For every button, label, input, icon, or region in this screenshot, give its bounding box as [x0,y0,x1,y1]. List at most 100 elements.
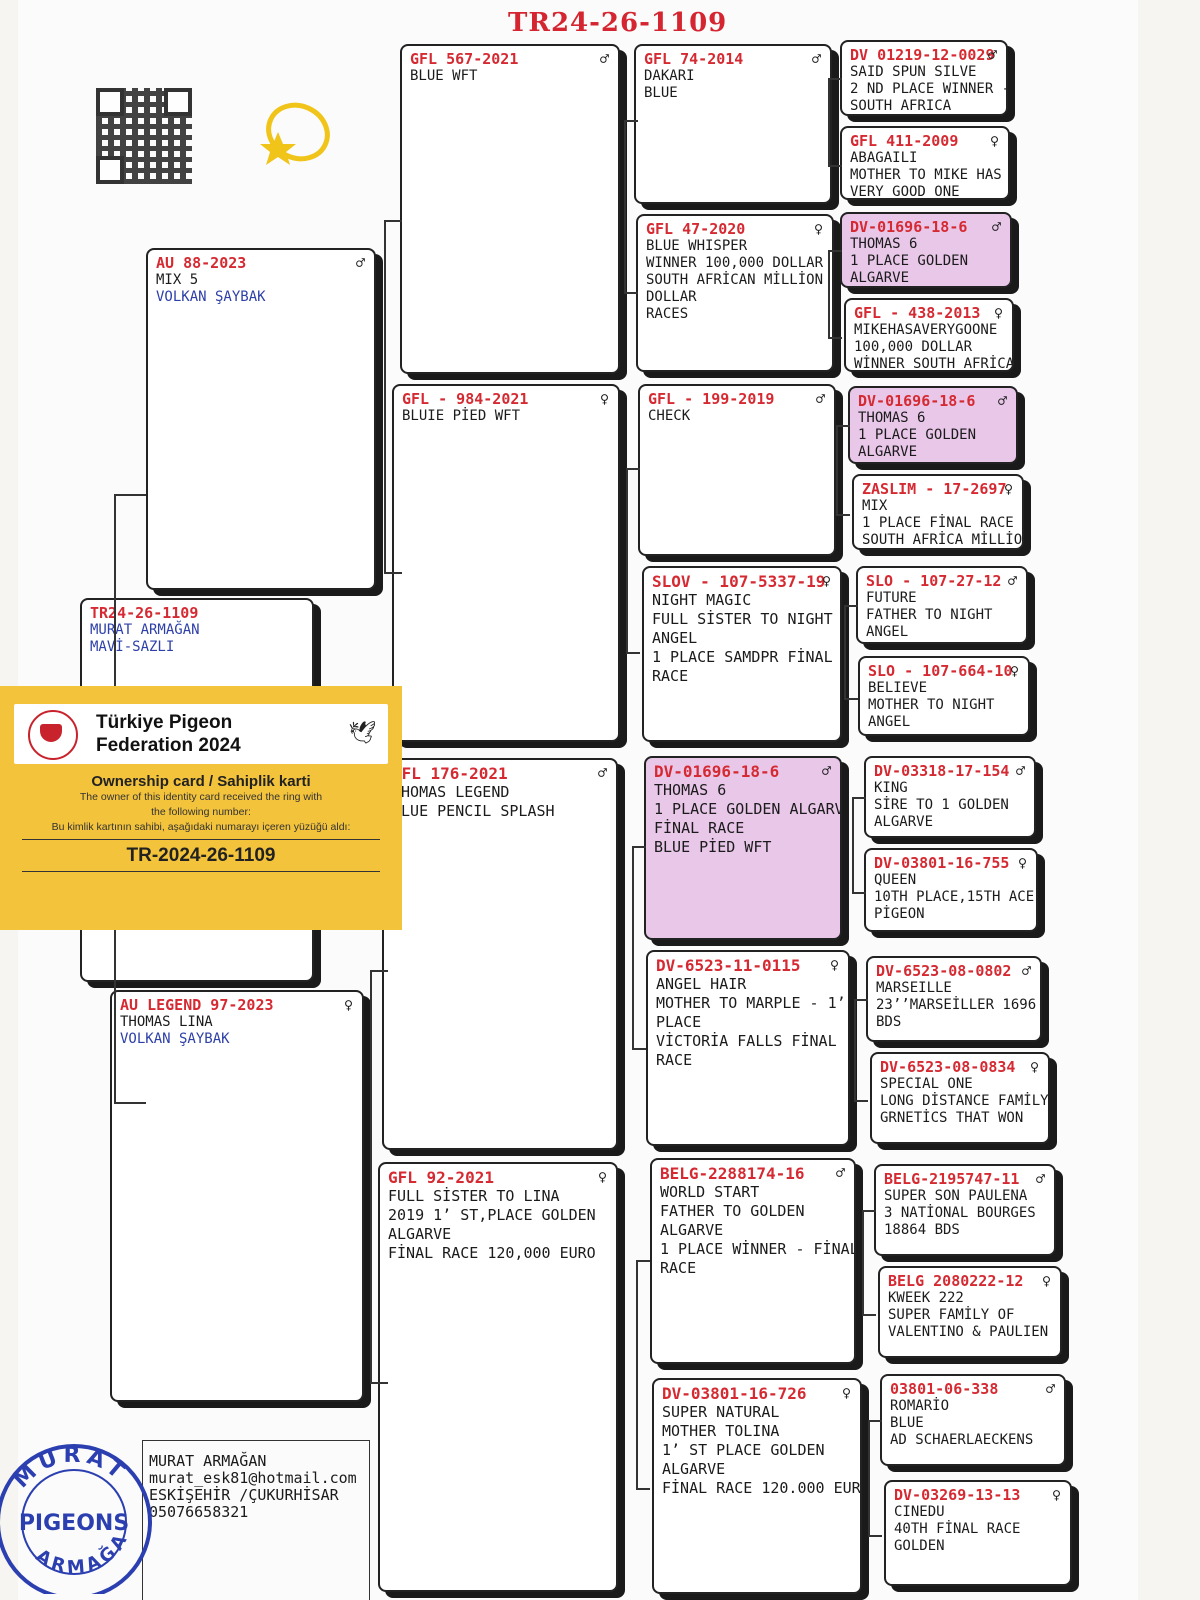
ring-number: GFL - 984-2021 [402,390,529,408]
card-text-line: THOMAS 6 [654,781,727,799]
qr-code [96,88,192,184]
card-text-line: ALGARVE [388,1225,452,1243]
female-sex-icon: ♀ [343,996,353,1014]
federation-title-line2: Federation 2024 [96,735,241,756]
male-sex-icon: ♂ [821,762,831,780]
card-text-line: ANGEL [866,624,909,640]
ring-number: GFL 47-2020 [646,220,746,238]
male-sex-icon: ♂ [811,50,821,68]
card-text-line: GOLDEN [894,1538,945,1554]
ownership-text-en-1: The owner of this identity card received… [79,791,323,803]
pedigree-card: GFL - 199-2019♂CHECK [638,384,836,556]
owner-stamp: MURAT PIGEONS ARMAĞAN [0,1430,152,1594]
card-text-line: ANGEL HAIR [656,975,747,993]
ring-number: DV-01696-18-6 [858,392,976,410]
ring-number: DV-03801-16-755 [874,854,1010,872]
ring-number: ZASLIM - 17-2697 [862,480,1007,498]
card-text-line: WORLD START [660,1183,760,1201]
card-text-line: VİCTORİA FALLS FİNAL [656,1032,837,1050]
card-text-line: FULL SİSTER TO LINA [388,1187,560,1205]
pigeon-emblem-icon: 🕊 [348,720,376,745]
card-text-line: MOTHER TO NIGHT [868,697,995,713]
card-text-line: 1’ ST PLACE GOLDEN [662,1441,825,1459]
ring-number: DV-03269-13-13 [894,1486,1021,1504]
male-sex-icon: ♂ [597,764,607,782]
female-sex-icon: ♀ [841,1384,851,1402]
ring-number: BELG-2288174-16 [660,1164,805,1183]
card-text-line: BLUE PENCIL SPLASH [392,802,555,820]
star-logo-icon [260,102,330,165]
divider [22,871,380,872]
card-text-line: RACE [656,1051,693,1069]
female-sex-icon: ♀ [989,132,999,150]
federation-title: Türkiye Pigeon Federation 2024 [96,711,241,757]
card-text-line: 1 PLACE SAMDPR FİNAL [652,648,833,666]
ownership-text-tr: Bu kimlik kartının sahibi, aşağıdaki num… [51,821,351,833]
card-text-line: RACES [646,306,689,322]
bracket-connector [836,425,850,516]
bracket-connector [370,970,388,1384]
pedigree-card: GFL 567-2021♂BLUE WFT [400,44,620,374]
card-text-line: MAVİ-SAZLI [90,639,175,655]
ring-number: GFL 176-2021 [392,764,508,783]
ring-number: GFL 567-2021 [410,50,519,68]
card-text-line: SUPER NATURAL [662,1403,780,1421]
federation-logo-icon [28,710,78,760]
bracket-connector [828,78,842,167]
card-text-line: AD SCHAERLAECKENS [890,1432,1034,1448]
bracket-connector [626,468,640,654]
bracket-connector [844,605,858,700]
card-text-line: 1 PLACE GOLDEN [858,427,977,443]
ring-number: DV-03318-17-154 [874,762,1010,780]
card-text-line: BELIEVE [868,680,928,696]
card-text-line: MURAT ARMAĞAN [90,622,200,638]
card-text-line: FULL SİSTER TO NIGHT [652,610,833,628]
ring-number: BELG-2195747-11 [884,1170,1020,1188]
bracket-connector [862,1210,876,1316]
card-text-line: 40TH FİNAL RACE [894,1521,1021,1537]
ring-number: TR24-26-1109 [90,604,199,622]
card-text-line: ALGARVE [858,444,918,460]
card-text-line: FİNAL RACE 120,000 EURO [388,1244,596,1262]
card-text-line: SİRE TO 1 GOLDEN [874,797,1009,813]
card-text-line: THOMAS 6 [858,410,926,426]
ring-number: DV-6523-11-0115 [656,956,801,975]
card-text-line: FATHER TO GOLDEN [660,1202,805,1220]
card-text-line: VOLKAN ŞAYBAK [156,289,266,305]
female-sex-icon: ♀ [597,1168,607,1186]
card-text-line: MARSEILLE [876,980,952,996]
card-text-line: MOTHER TOLINA [662,1422,780,1440]
card-text-line: 10TH PLACE,15TH ACE [874,889,1035,905]
stamp-top-text: MURAT [9,1443,128,1493]
card-text-line: DAKARI [644,68,695,84]
card-text-line: VALENTINO & PAULIEN [888,1324,1049,1340]
card-text-line: 1 PLACE GOLDEN [850,253,969,269]
card-text-line: RACE [660,1259,697,1277]
card-text-line: BLUE PİED WFT [654,838,772,856]
divider [22,839,380,840]
card-text-line: 100,000 DOLLAR [854,339,973,355]
bracket-connector [384,220,402,574]
card-text-line: ROMARİO [890,1398,950,1414]
ring-number: DV-6523-08-0802 [876,962,1012,980]
male-sex-icon: ♂ [1035,1170,1045,1188]
card-text-line: WINNER 100,000 DOLLAR [646,255,824,271]
card-text-line: ALGARVE [850,270,910,286]
ownership-ring-number: TR-2024-26-1109 [126,845,276,866]
